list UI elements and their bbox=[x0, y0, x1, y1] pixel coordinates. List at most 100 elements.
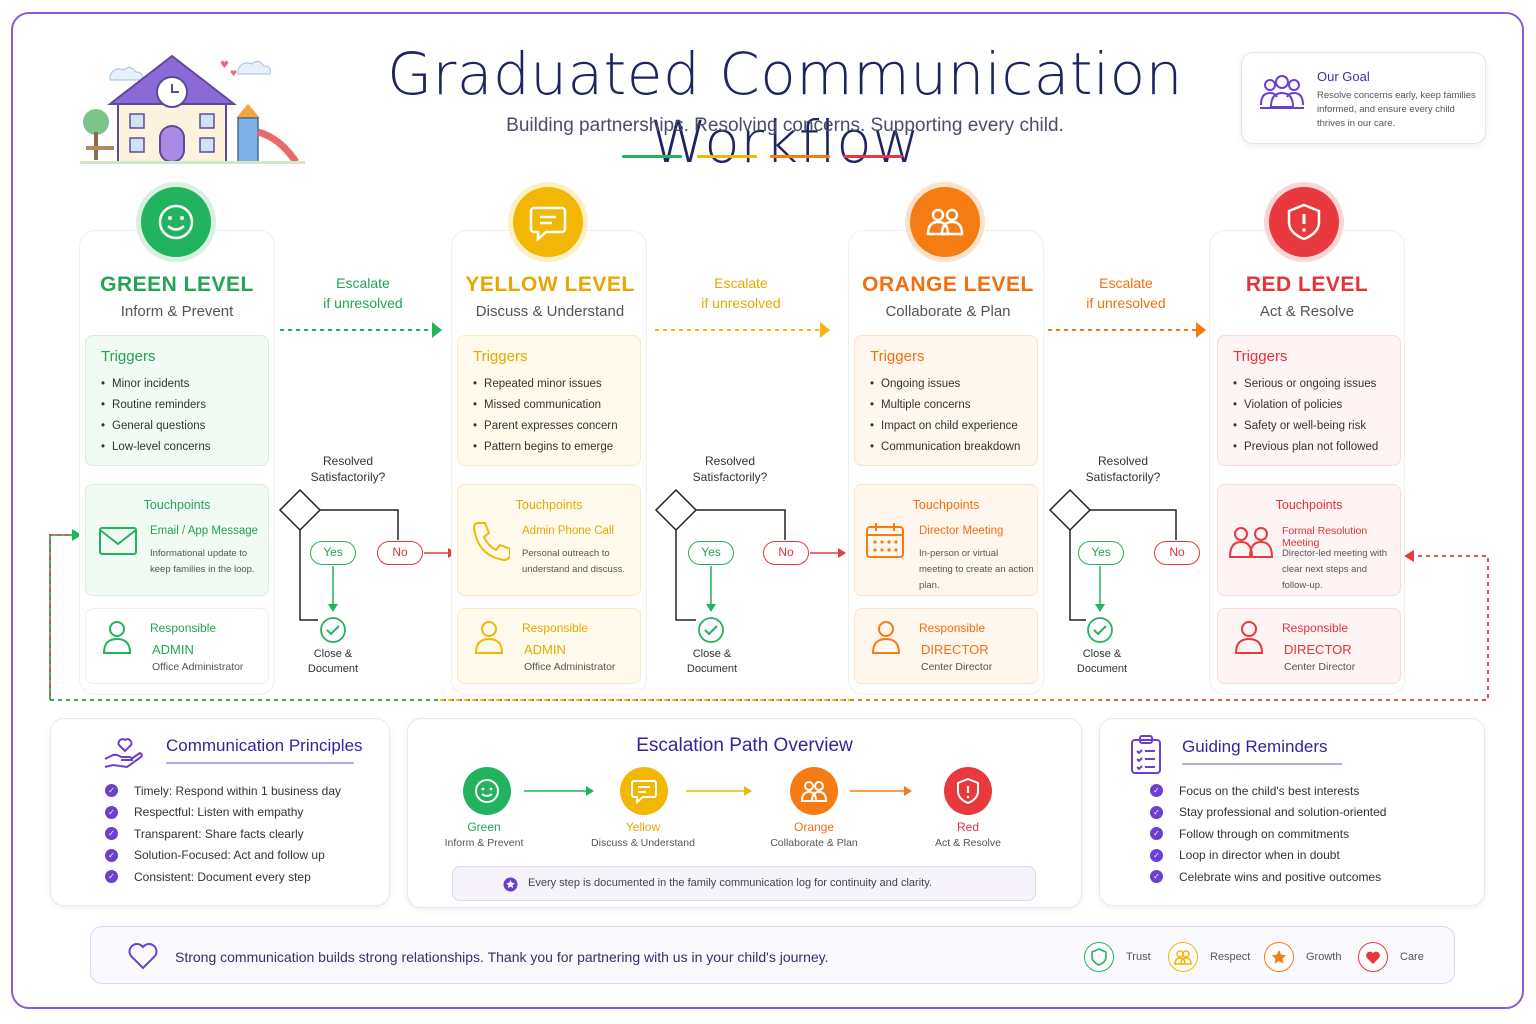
smile-icon bbox=[475, 779, 499, 803]
person-icon bbox=[871, 621, 901, 654]
trigger-item: Missed communication bbox=[473, 395, 618, 416]
check-icon: ✓ bbox=[1150, 827, 1163, 841]
reminders-title: Guiding Reminders bbox=[1182, 737, 1328, 756]
trigger-item: Minor incidents bbox=[101, 374, 210, 395]
overview-step-sub: Inform & Prevent bbox=[444, 837, 524, 849]
orange-touchpoints-card: Touchpoints Director Meeting In-person o… bbox=[854, 484, 1038, 596]
overview-title: Escalation Path Overview bbox=[636, 735, 853, 756]
chat-bubble-icon bbox=[631, 780, 657, 805]
envelope-icon bbox=[99, 527, 137, 555]
responsible-desc: Center Director bbox=[921, 661, 993, 673]
triggers-title: Triggers bbox=[101, 348, 156, 365]
orange-level-badge bbox=[910, 187, 980, 257]
check-icon: ✓ bbox=[1150, 848, 1163, 862]
touchpoints-title: Touchpoints bbox=[1275, 498, 1343, 512]
star-badge-icon bbox=[503, 877, 518, 892]
trigger-item: General questions bbox=[101, 416, 210, 437]
close-document-2: Close &Document bbox=[686, 648, 738, 675]
yes-pill-3: Yes bbox=[1078, 541, 1124, 565]
trigger-item: Routine reminders bbox=[101, 395, 210, 416]
trigger-item: Safety or well-being risk bbox=[1233, 416, 1378, 437]
shield-icon bbox=[1091, 948, 1107, 966]
principles-title: Communication Principles bbox=[166, 736, 363, 755]
responsible-label: Responsible bbox=[1282, 621, 1349, 635]
family-group-icon bbox=[1260, 75, 1304, 109]
check-icon: ✓ bbox=[105, 870, 118, 884]
orange-underline bbox=[770, 155, 830, 158]
trigger-item: Communication breakdown bbox=[870, 437, 1020, 458]
trigger-item: Parent expresses concern bbox=[473, 416, 618, 437]
overview-orange-badge bbox=[790, 767, 838, 815]
page-title: Graduated Communication Workflow bbox=[387, 40, 1183, 176]
triggers-title: Triggers bbox=[870, 348, 925, 365]
note-text: Every step is documented in the family c… bbox=[528, 877, 932, 889]
reminder-item: ✓Stay professional and solution-oriented bbox=[1150, 802, 1386, 824]
overview-step-label: Orange bbox=[793, 820, 835, 834]
check-icon: ✓ bbox=[1150, 870, 1163, 884]
touchpoint-desc: In-person or virtual meeting to create a… bbox=[919, 548, 1034, 591]
value-care: Care bbox=[1358, 942, 1424, 972]
touchpoint-name: Email / App Message bbox=[150, 525, 259, 537]
orange-level-title: ORANGE LEVEL bbox=[862, 273, 1034, 296]
responsible-role: DIRECTOR bbox=[1284, 642, 1352, 657]
overview-step-sub: Discuss & Understand bbox=[591, 837, 695, 849]
shield-alert-icon bbox=[957, 777, 979, 805]
green-triggers-card: Triggers Minor incidents Routine reminde… bbox=[85, 335, 269, 466]
yellow-level-badge bbox=[513, 187, 583, 257]
touchpoint-name: Admin Phone Call bbox=[522, 525, 615, 537]
touchpoints-title: Touchpoints bbox=[143, 498, 211, 512]
triggers-title: Triggers bbox=[1233, 348, 1288, 365]
person-icon bbox=[102, 621, 132, 654]
touchpoints-title: Touchpoints bbox=[515, 498, 583, 512]
heart-outline-icon bbox=[128, 943, 158, 970]
hand-heart-icon bbox=[104, 738, 143, 769]
responsible-role: DIRECTOR bbox=[921, 642, 989, 657]
touchpoint-name: Director Meeting bbox=[919, 525, 1004, 537]
check-circle-icon bbox=[698, 617, 724, 643]
yellow-responsible-card: Responsible ADMIN Office Administrator bbox=[457, 608, 641, 684]
red-touchpoints-card: Touchpoints Formal Resolution Meeting Di… bbox=[1217, 484, 1401, 596]
reminder-item: ✓Loop in director when in doubt bbox=[1150, 845, 1386, 867]
trigger-item: Repeated minor issues bbox=[473, 374, 618, 395]
chat-bubble-icon bbox=[529, 206, 567, 242]
check-circle-icon bbox=[320, 617, 346, 643]
touchpoints-title: Touchpoints bbox=[912, 498, 980, 512]
no-pill-2: No bbox=[763, 541, 809, 565]
overview-red-badge bbox=[944, 767, 992, 815]
orange-level-subtitle: Collaborate & Plan bbox=[885, 303, 1011, 320]
principle-item: ✓Consistent: Document every step bbox=[105, 866, 341, 888]
responsible-role: ADMIN bbox=[152, 642, 194, 657]
value-trust: Trust bbox=[1084, 942, 1151, 972]
yellow-touchpoints-card: Touchpoints Admin Phone Call Personal ou… bbox=[457, 484, 641, 596]
close-document-3: Close &Document bbox=[1076, 648, 1128, 675]
trigger-item: Low-level concerns bbox=[101, 437, 210, 458]
trigger-item: Serious or ongoing issues bbox=[1233, 374, 1378, 395]
check-icon: ✓ bbox=[105, 784, 118, 798]
trigger-item: Ongoing issues bbox=[870, 374, 1020, 395]
documentation-note: Every step is documented in the family c… bbox=[452, 866, 1036, 901]
check-icon: ✓ bbox=[105, 805, 118, 819]
page-subtitle: Building partnerships. Resolving concern… bbox=[506, 115, 1064, 136]
trigger-item: Multiple concerns bbox=[870, 395, 1020, 416]
principle-item: ✓Solution-Focused: Act and follow up bbox=[105, 845, 341, 867]
goal-card: Our Goal Resolve concerns early, keep fa… bbox=[1241, 52, 1486, 144]
responsible-label: Responsible bbox=[150, 621, 217, 635]
no-pill-1: No bbox=[377, 541, 423, 565]
people-icon bbox=[1174, 950, 1192, 965]
svg-text:♥: ♥ bbox=[220, 60, 229, 71]
no-pill-3: No bbox=[1154, 541, 1200, 565]
goal-text: Resolve concerns early, keep families in… bbox=[1317, 90, 1476, 129]
check-icon: ✓ bbox=[1150, 805, 1163, 819]
value-growth: Growth bbox=[1264, 942, 1341, 972]
responsible-desc: Office Administrator bbox=[524, 661, 616, 673]
reminder-item: ✓Follow through on commitments bbox=[1150, 823, 1386, 845]
shield-alert-icon bbox=[1287, 203, 1321, 241]
yellow-triggers-card: Triggers Repeated minor issues Missed co… bbox=[457, 335, 641, 466]
responsible-desc: Center Director bbox=[1284, 661, 1356, 673]
overview-step-sub: Collaborate & Plan bbox=[770, 837, 858, 849]
green-level-title: GREEN LEVEL bbox=[100, 273, 254, 296]
